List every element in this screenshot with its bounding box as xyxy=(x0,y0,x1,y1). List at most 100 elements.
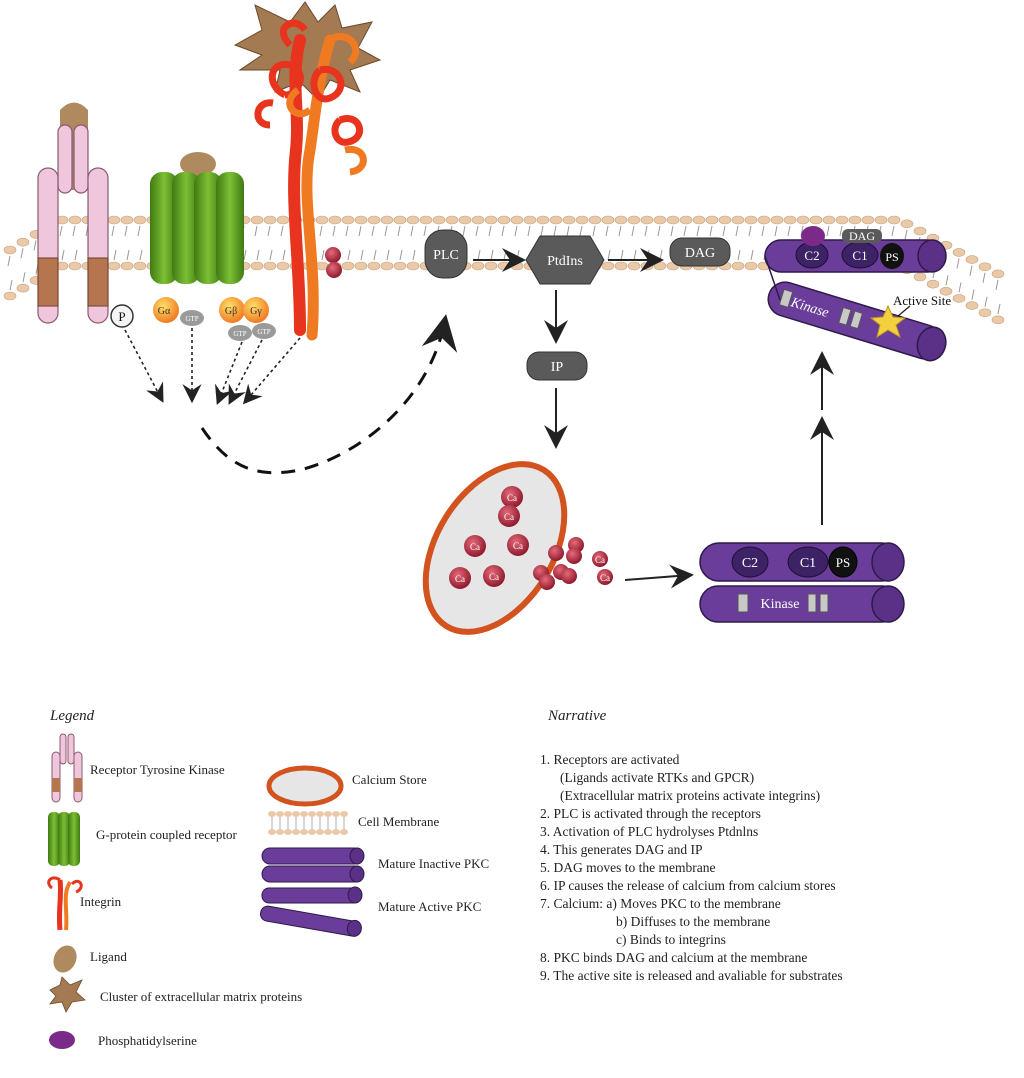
calcium-ion xyxy=(464,535,486,557)
plc-node: PLC xyxy=(424,229,468,279)
ip-node: IP xyxy=(526,351,588,381)
integrin xyxy=(254,19,367,341)
calcium-ion xyxy=(539,574,555,590)
g-beta-subunit xyxy=(219,297,245,323)
calcium-ion xyxy=(501,486,523,508)
svg-text:Gγ: Gγ xyxy=(250,306,262,317)
g-gamma-subunit xyxy=(243,297,269,323)
legend-ps-icon xyxy=(49,1031,75,1049)
dag-node: DAG xyxy=(669,237,731,267)
narrative-line: 8. PKC binds DAG and calcium at the memb… xyxy=(540,950,808,965)
calcium-label: Ca xyxy=(600,573,610,583)
narrative-line: (Ligands activate RTKs and GPCR) xyxy=(560,770,755,785)
narrative-line: b) Diffuses to the membrane xyxy=(616,914,771,929)
svg-text:C2: C2 xyxy=(804,248,819,263)
calcium-label: Ca xyxy=(507,493,517,503)
g-protein-subunits: Gα GTP Gβ Gγ GTP GTP xyxy=(153,297,276,341)
legend-ligand-icon xyxy=(53,945,77,973)
calcium-label: Ca xyxy=(455,574,465,584)
svg-text:PtdIns: PtdIns xyxy=(547,254,583,269)
svg-text:DAG: DAG xyxy=(685,246,715,261)
legend-gpcr-label: G-protein coupled receptor xyxy=(96,827,237,842)
legend-inactive-pkc-icon xyxy=(261,847,365,883)
calcium-label: Ca xyxy=(470,542,480,552)
svg-text:Gα: Gα xyxy=(158,306,171,317)
legend-integrin-label: Integrin xyxy=(80,894,122,909)
svg-text:PS: PS xyxy=(836,555,850,570)
calcium-ion xyxy=(483,565,505,587)
gpcr-ligand xyxy=(180,152,216,176)
legend-calcium-store-label: Calcium Store xyxy=(352,772,427,787)
narrative-line: 1. Receptors are activated xyxy=(540,752,680,767)
svg-text:GTP: GTP xyxy=(233,330,246,338)
calcium-ion xyxy=(507,534,529,556)
legend-ligand-label: Ligand xyxy=(90,949,127,964)
activation-path-to-plc xyxy=(200,314,458,475)
calcium-ion xyxy=(449,567,471,589)
bound-phosphatidylserine xyxy=(801,226,825,246)
calcium-ion xyxy=(566,548,582,564)
legend-calcium-store-icon xyxy=(266,765,344,807)
legend-gpcr-icon xyxy=(48,812,80,866)
narrative-line: (Extracellular matrix proteins activate … xyxy=(560,788,821,803)
svg-text:DAG: DAG xyxy=(849,229,875,243)
svg-text:GTP: GTP xyxy=(257,328,270,336)
narrative-line: c) Binds to integrins xyxy=(616,932,726,947)
calcium-label: Ca xyxy=(504,512,514,522)
narrative-line: 6. IP causes the release of calcium from… xyxy=(540,878,836,893)
narrative-line: 7. Calcium: a) Moves PKC to the membrane xyxy=(540,896,781,911)
legend-membrane-icon xyxy=(268,811,348,835)
legend-active-pkc-label: Mature Active PKC xyxy=(378,899,482,914)
legend-integrin-icon xyxy=(47,876,83,931)
svg-text:Gβ: Gβ xyxy=(225,306,237,317)
legend-ecm-icon xyxy=(49,976,86,1013)
legend-active-pkc-icon xyxy=(260,886,363,937)
legend-inactive-pkc-label: Mature Inactive PKC xyxy=(378,856,490,871)
legend-ps-label: Phosphatidylserine xyxy=(98,1033,197,1048)
g-alpha-subunit xyxy=(153,297,179,323)
phosphate-group xyxy=(110,304,134,328)
svg-text:GTP: GTP xyxy=(185,315,198,323)
narrative-line: 5. DAG moves to the membrane xyxy=(540,860,716,875)
svg-text:C1: C1 xyxy=(852,248,867,263)
narrative-title: Narrative xyxy=(548,708,607,724)
calcium-store xyxy=(422,461,568,635)
svg-text:IP: IP xyxy=(551,360,564,375)
arrow-calcium-to-pkc xyxy=(624,564,694,589)
active-site-label: Active Site xyxy=(893,293,951,308)
calcium-ion xyxy=(592,551,608,567)
narrative-line: 4. This generates DAG and IP xyxy=(540,842,703,857)
calcium-ion xyxy=(597,569,613,585)
narrative-line: 9. The active site is released and avali… xyxy=(540,968,843,983)
legend-title: Legend xyxy=(50,708,95,724)
calcium-label: Ca xyxy=(489,572,499,582)
legend-rtk-label: Receptor Tyrosine Kinase xyxy=(90,762,225,777)
g-protein-coupled-receptor xyxy=(150,152,244,284)
calcium-ion xyxy=(561,568,577,584)
inactive-pkc: C2 C1 PS Kinase xyxy=(699,542,905,623)
ptdins-node: PtdIns xyxy=(525,235,605,285)
narrative-line: 2. PLC is activated through the receptor… xyxy=(540,806,761,821)
svg-text:C2: C2 xyxy=(742,556,758,571)
active-pkc: Kinase C2 C1 PS DAG Active Site xyxy=(764,226,951,362)
receptor-tyrosine-kinase: P xyxy=(37,102,134,328)
svg-text:Kinase: Kinase xyxy=(761,597,800,612)
integrin-bound-calcium-2 xyxy=(326,262,342,278)
calcium-ion xyxy=(498,505,520,527)
integrin-bound-calcium-1 xyxy=(325,247,341,263)
phosphate-label: P xyxy=(118,309,125,324)
legend-membrane-label: Cell Membrane xyxy=(358,814,440,829)
legend-ecm-label: Cluster of extracellular matrix proteins xyxy=(100,989,303,1004)
svg-text:C1: C1 xyxy=(800,556,816,571)
svg-text:PS: PS xyxy=(885,250,898,264)
calcium-label: Ca xyxy=(513,541,523,551)
calcium-ion xyxy=(548,545,564,561)
svg-text:PLC: PLC xyxy=(433,248,459,263)
receptor-signal-arrows xyxy=(124,328,301,405)
calcium-label: Ca xyxy=(595,555,605,565)
legend-rtk-icon xyxy=(51,733,83,803)
extracellular-matrix-cluster xyxy=(233,1,382,101)
narrative-line: 3. Activation of PLC hydrolyses Ptdnlns xyxy=(540,824,759,839)
